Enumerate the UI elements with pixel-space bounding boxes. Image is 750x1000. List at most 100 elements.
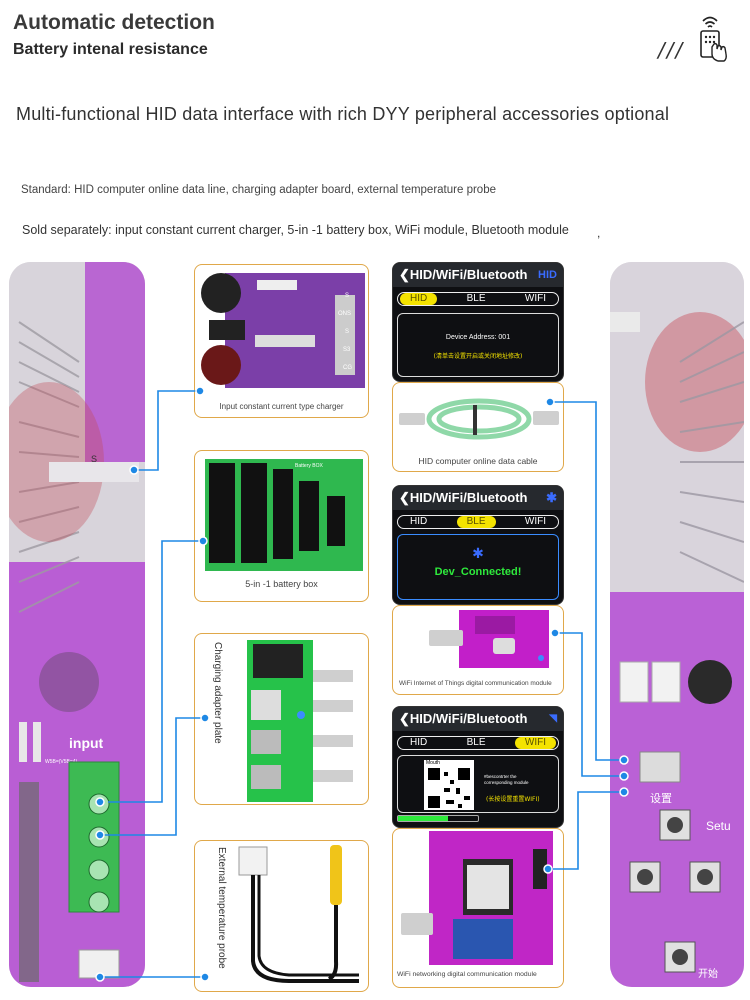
page-subtitle: Battery intenal resistance [13, 41, 208, 58]
line-hid-cable [550, 401, 624, 761]
charger-illustration: S ONS S S3 CG [201, 273, 365, 388]
tab-ble[interactable]: BLE [466, 737, 486, 748]
tab-hid[interactable]: HID [410, 737, 428, 748]
back-chevron-icon[interactable]: ❮ [399, 490, 410, 505]
charger-pin-5: CG [343, 365, 352, 371]
ble-screen-title: ❮HID/WiFi/Bluetooth ✱ [393, 486, 563, 510]
dot-adapter-card [200, 713, 210, 723]
dot-probe-board [95, 972, 105, 982]
line-charger [134, 390, 200, 471]
temp-probe-caption: External temperature probe [216, 847, 227, 969]
tab-hid[interactable]: HID [400, 293, 438, 305]
hid-cable-card[interactable]: HID computer online data cable [392, 382, 564, 472]
charging-adapter-caption: Charging adapter plate [212, 642, 223, 744]
dot-adapter-board [95, 830, 105, 840]
tab-wifi[interactable]: WIFI [514, 737, 556, 749]
left-board-illustration: S input W5B=(V5B=4) [9, 262, 145, 987]
dot-battery-card [198, 536, 208, 546]
dot-right-2 [619, 771, 629, 781]
charger-caption: Input constant current type charger [219, 402, 344, 411]
wifi-net-card[interactable]: WiFi networking digital communication mo… [392, 828, 564, 988]
dot-right-3 [619, 787, 629, 797]
tab-wifi[interactable]: WIFI [524, 516, 546, 527]
right-board-zh-set: 设置 [650, 792, 672, 805]
wifi-reset-hint: (长按设置重置WIFI) [486, 796, 540, 803]
hid-cable-caption: HID computer online data cable [418, 456, 538, 466]
hid-cable-illustration [399, 398, 559, 440]
charger-pin-3: S [345, 329, 349, 335]
wifi-iot-illustration [429, 610, 549, 668]
line-battery-box [108, 540, 203, 803]
left-board-input-label: input [69, 735, 104, 751]
temp-probe-card[interactable]: External temperature probe [194, 840, 369, 992]
wifi-progress-fill [398, 816, 448, 821]
battery-box-card[interactable]: Battery BOX 5-in -1 battery box [194, 450, 369, 602]
dot-charger-card [195, 386, 205, 396]
tab-ble[interactable]: BLE [466, 293, 486, 304]
bluetooth-status-icon: ✱ [472, 545, 484, 561]
charging-adapter-illustration [247, 640, 353, 802]
tagline: Multi-functional HID data interface with… [16, 104, 670, 124]
wifi-note-1: #bescontrter the [484, 774, 517, 779]
dot-wifi-net [543, 864, 553, 874]
tab-hid[interactable]: HID [410, 516, 428, 527]
right-device-board: Setu 设置 开始 [610, 262, 744, 987]
charging-adapter-card[interactable]: Charging adapter plate [194, 633, 369, 805]
bluetooth-icon: ✱ [546, 490, 557, 505]
connection-status: Dev_Connected! [434, 566, 522, 578]
dot-battery-board [95, 797, 105, 807]
wifi-screen-body: Mouth #bescontrter the corresponding mod… [397, 755, 559, 813]
dot-probe-card [200, 972, 210, 982]
wifi-icon: ◥ [549, 713, 557, 724]
remote-touch-icon [700, 16, 727, 62]
qr-pattern [428, 768, 470, 808]
hid-screen-body: Device Address: 001 (清单击设置开启或关闭地址修改) [397, 313, 559, 377]
wifi-screen-tabs: HID BLE WIFI [397, 736, 559, 750]
wifi-net-illustration [401, 831, 553, 965]
hid-badge: HID [538, 269, 557, 281]
qr-label: Mouth [426, 760, 440, 766]
wifi-note-2: corresponding module [484, 780, 529, 785]
battery-box-illustration: Battery BOX [205, 459, 363, 571]
back-chevron-icon[interactable]: ❮ [399, 267, 410, 282]
charger-pin-2: ONS [338, 311, 351, 317]
battery-box-board-label: Battery BOX [295, 463, 323, 469]
decorative-slashes: /// [658, 38, 685, 62]
wifi-net-caption: WiFi networking digital communication mo… [397, 971, 537, 978]
dot-charger-board [129, 465, 139, 475]
right-board-setup-label: Setu [706, 819, 731, 833]
hid-screen-title: ❮HID/WiFi/Bluetooth HID [393, 263, 563, 287]
wifi-iot-caption: WiFi Internet of Things digital communic… [399, 680, 552, 687]
wifi-progress-bar [397, 815, 479, 822]
device-address: Device Address: 001 [445, 334, 511, 341]
left-board-small-text: W5B=(V5B=4) [45, 759, 78, 765]
line-charging-adapter [100, 717, 205, 836]
line-wifi-net [548, 791, 624, 870]
sold-separately-text: Sold separately: input constant current … [22, 223, 569, 237]
wifi-screen-title: ❮HID/WiFi/Bluetooth ◥ [393, 707, 563, 731]
tab-ble[interactable]: BLE [456, 516, 496, 528]
address-hint: (清单击设置开启或关闭地址修改) [433, 353, 523, 360]
temp-probe-illustration [238, 845, 359, 983]
hid-screen: ❮HID/WiFi/Bluetooth HID HID BLE WIFI Dev… [392, 262, 564, 382]
battery-box-caption: 5-in -1 battery box [245, 579, 318, 589]
charger-pin-4: S3 [343, 347, 351, 353]
back-chevron-icon[interactable]: ❮ [399, 711, 410, 726]
charger-pin-1: S [345, 293, 349, 299]
charger-card[interactable]: S ONS S S3 CG Input constant current typ… [194, 264, 369, 418]
sold-separately-suffix: , [597, 226, 601, 240]
tab-wifi[interactable]: WIFI [524, 293, 546, 304]
wifi-iot-card[interactable]: WiFi Internet of Things digital communic… [392, 605, 564, 695]
ble-screen-tabs: HID BLE WIFI [397, 515, 559, 529]
wifi-qr-code: Mouth [424, 760, 474, 810]
standard-accessories: Standard: HID computer online data line,… [21, 184, 496, 196]
dot-right-1 [619, 755, 629, 765]
right-board-zh-start: 开始 [698, 967, 718, 980]
ble-screen: ❮HID/WiFi/Bluetooth ✱ HID BLE WIFI ✱ Dev… [392, 485, 564, 605]
left-board-s-label: S [91, 454, 97, 464]
wifi-screen: ❮HID/WiFi/Bluetooth ◥ HID BLE WIFI Mouth… [392, 706, 564, 828]
right-board-illustration: Setu 设置 开始 [610, 262, 744, 987]
line-wifi-iot [555, 632, 624, 777]
ble-screen-body: ✱ Dev_Connected! [397, 534, 559, 600]
